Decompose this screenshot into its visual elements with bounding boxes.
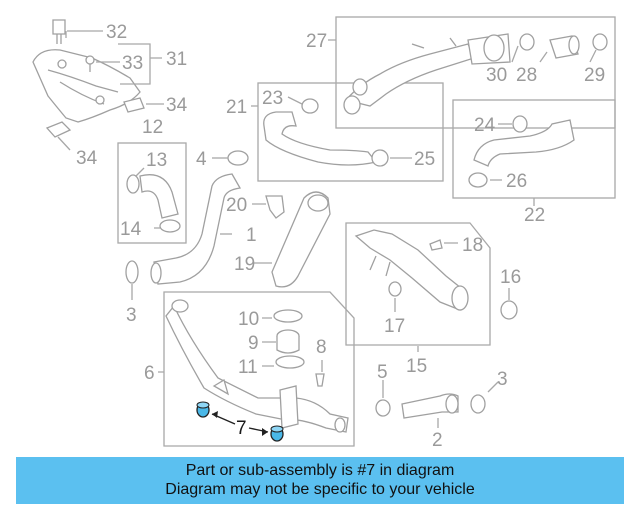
callout-24: 24 (474, 115, 496, 136)
group-21-parts (263, 98, 389, 167)
callout-31: 31 (166, 49, 187, 70)
callout-23: 23 (262, 88, 283, 109)
callout-10: 10 (238, 309, 259, 330)
o-ring-16 (500, 300, 518, 320)
banner-line-2: Diagram may not be specific to your vehi… (165, 481, 475, 498)
box-group-12 (117, 142, 187, 244)
callout-32: 32 (106, 22, 127, 43)
callout-14: 14 (120, 219, 142, 240)
ring-2 (445, 394, 459, 414)
callout-9: 9 (248, 333, 259, 354)
callout-20: 20 (226, 195, 247, 216)
group-12-parts (126, 174, 181, 233)
callout-26: 26 (506, 171, 527, 192)
callout-3-left: 3 (126, 305, 137, 326)
callout-2: 2 (432, 430, 443, 451)
group-15-parts (354, 229, 469, 311)
box-group-21 (257, 82, 444, 182)
callout-1: 1 (246, 225, 257, 246)
callout-16: 16 (500, 267, 521, 288)
callout-6: 6 (144, 363, 155, 384)
callout-27: 27 (306, 31, 327, 52)
box-group-15 (345, 222, 491, 346)
callout-3-right: 3 (497, 369, 508, 390)
part-7-highlighted (196, 401, 284, 442)
callout-33: 33 (122, 53, 143, 74)
callout-4: 4 (196, 149, 207, 170)
bracket-assembly (32, 19, 145, 138)
group-22-parts (468, 115, 575, 188)
callout-29: 29 (584, 65, 605, 86)
callout-15: 15 (406, 356, 427, 377)
callout-25: 25 (414, 149, 435, 170)
group-27-parts (343, 33, 608, 115)
callout-12: 12 (142, 117, 163, 138)
callout-22: 22 (524, 205, 545, 226)
bracket-20 (265, 195, 285, 219)
callout-34-bottom: 34 (76, 148, 98, 169)
info-banner: Part or sub-assembly is #7 in diagram Di… (16, 457, 624, 504)
callout-7: 7 (236, 418, 247, 439)
banner-line-1: Part or sub-assembly is #7 in diagram (185, 462, 455, 479)
box-group-27 (335, 16, 616, 129)
box-group-6 (163, 291, 355, 447)
callout-30: 30 (486, 65, 507, 86)
callout-34-top: 34 (166, 95, 188, 116)
parts-diagram: 32 33 31 34 12 34 27 30 28 29 21 23 25 2… (32, 16, 616, 451)
hose-1 (150, 173, 242, 285)
callout-18: 18 (462, 235, 483, 256)
callout-11: 11 (238, 357, 258, 378)
o-ring-3-left (125, 260, 139, 284)
callout-5: 5 (377, 362, 388, 383)
group-6-parts (165, 299, 349, 433)
callout-13: 13 (146, 150, 167, 171)
clamp-4 (227, 150, 249, 166)
callout-19: 19 (234, 254, 255, 275)
callout-8: 8 (316, 337, 327, 358)
pipe-19 (271, 191, 331, 288)
o-ring-3-right (470, 394, 486, 414)
clamp-5 (375, 399, 391, 417)
callout-17: 17 (384, 316, 405, 337)
callout-21: 21 (226, 97, 247, 118)
callout-28: 28 (516, 65, 537, 86)
